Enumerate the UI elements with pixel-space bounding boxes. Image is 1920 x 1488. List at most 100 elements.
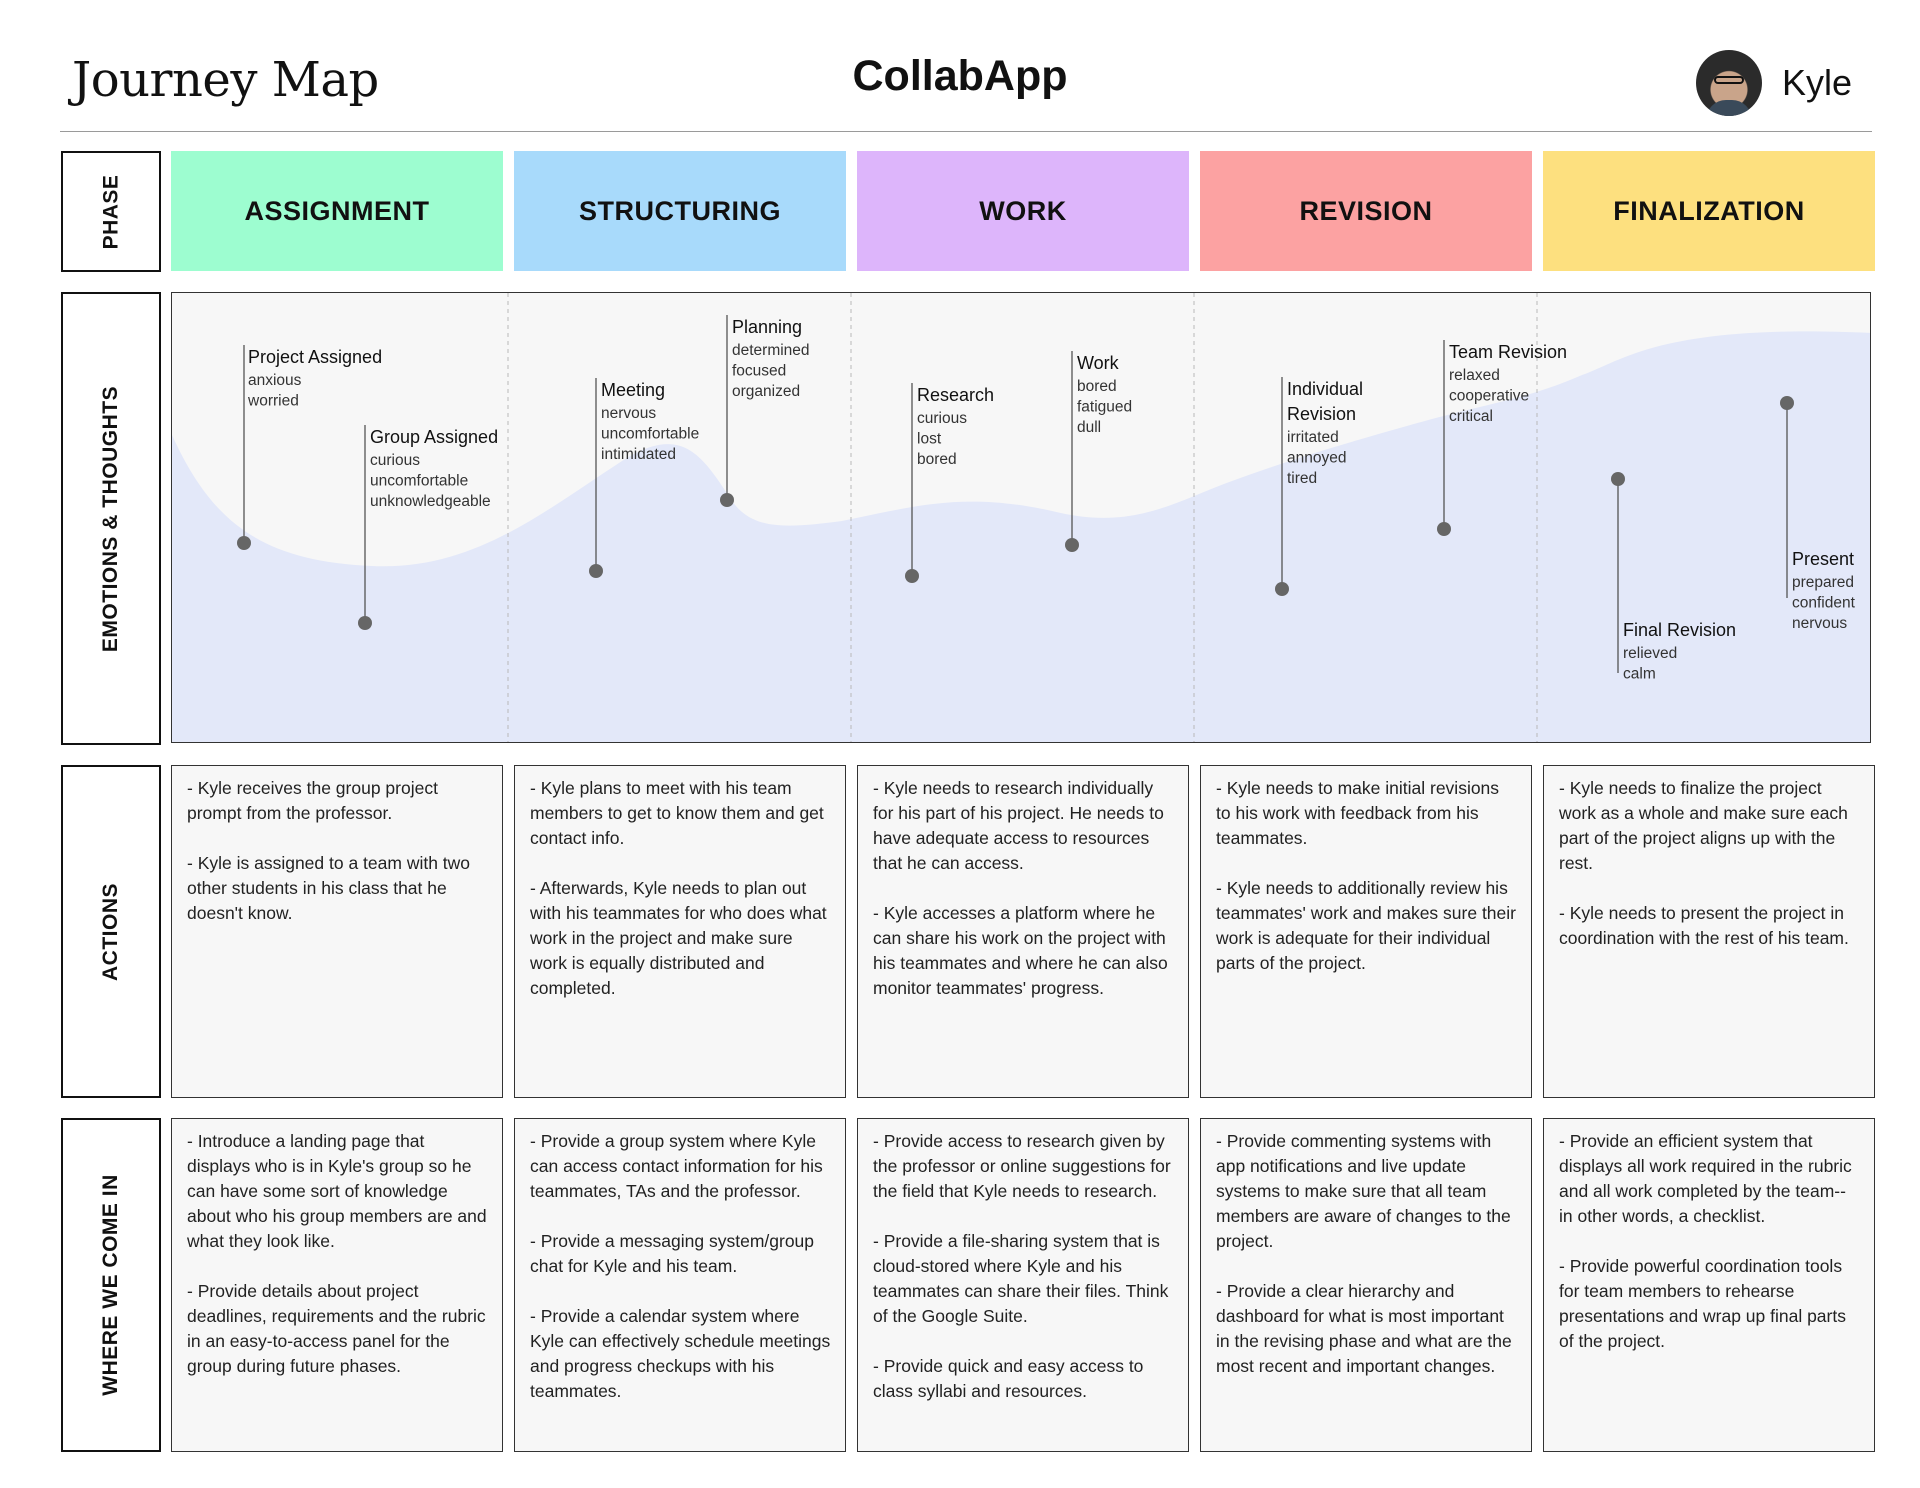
action-cell-revision: - Kyle needs to make initial revisions t… bbox=[1200, 765, 1532, 1098]
emotion-point bbox=[358, 616, 372, 630]
emotion-point bbox=[1437, 522, 1451, 536]
emotion-feeling: worried bbox=[247, 393, 299, 410]
emotion-title: Group Assigned bbox=[370, 427, 498, 447]
phase-structuring: STRUCTURING bbox=[514, 151, 846, 271]
where-we-come-in-cell-assignment: - Introduce a landing page that displays… bbox=[171, 1118, 503, 1452]
row-label-where-text: WHERE WE COME IN bbox=[99, 1174, 122, 1396]
emotion-point bbox=[1065, 538, 1079, 552]
emotion-title: Research bbox=[917, 385, 994, 405]
row-label-where: WHERE WE COME IN bbox=[61, 1118, 161, 1452]
emotion-feeling: intimidated bbox=[601, 446, 676, 463]
emotion-feeling: annoyed bbox=[1287, 450, 1346, 467]
phase-finalization: FINALIZATION bbox=[1543, 151, 1875, 271]
emotion-feeling: unknowledgeable bbox=[370, 493, 491, 510]
emotion-feeling: focused bbox=[732, 363, 786, 380]
where-we-come-in-item: - Provide a messaging system/group chat … bbox=[530, 1231, 815, 1276]
emotion-feeling: nervous bbox=[601, 405, 656, 422]
where-we-come-in-cell-revision: - Provide commenting systems with app no… bbox=[1200, 1118, 1532, 1452]
where-we-come-in-item: - Provide a clear hierarchy and dashboar… bbox=[1216, 1281, 1512, 1376]
emotion-title: Meeting bbox=[601, 380, 665, 400]
action-cell-finalization: - Kyle needs to finalize the project wor… bbox=[1543, 765, 1875, 1098]
emotion-feeling: bored bbox=[917, 451, 957, 468]
where-we-come-in-item: - Provide a calendar system where Kyle c… bbox=[530, 1306, 831, 1401]
app-name: CollabApp bbox=[852, 52, 1068, 100]
emotion-point bbox=[589, 564, 603, 578]
where-we-come-in-item: - Provide quick and easy access to class… bbox=[873, 1356, 1144, 1401]
action-cell-assignment: - Kyle receives the group project prompt… bbox=[171, 765, 503, 1098]
where-we-come-in-cell-work: - Provide access to research given by th… bbox=[857, 1118, 1189, 1452]
where-we-come-in-item: - Provide powerful coordination tools fo… bbox=[1559, 1256, 1846, 1351]
emotion-title: Project Assigned bbox=[248, 347, 382, 367]
row-label-actions: ACTIONS bbox=[61, 765, 161, 1098]
emotion-feeling: confident bbox=[1792, 595, 1856, 612]
action-cell-structuring: - Kyle plans to meet with his team membe… bbox=[514, 765, 846, 1098]
emotion-point bbox=[720, 493, 734, 507]
emotion-feeling: cooperative bbox=[1449, 388, 1529, 405]
where-we-come-in-item: - Provide a file-sharing system that is … bbox=[873, 1231, 1169, 1326]
emotion-feeling: uncomfortable bbox=[601, 426, 699, 443]
emotion-feeling: tired bbox=[1287, 470, 1317, 487]
phase-revision: REVISION bbox=[1200, 151, 1532, 271]
emotion-feeling: organized bbox=[732, 383, 800, 400]
emotion-title: Individual bbox=[1287, 379, 1363, 399]
phase-assignment: ASSIGNMENT bbox=[171, 151, 503, 271]
where-we-come-in-cell-structuring: - Provide a group system where Kyle can … bbox=[514, 1118, 846, 1452]
row-label-emotions-text: EMOTIONS & THOUGHTS bbox=[99, 385, 123, 652]
emotion-feeling: irritated bbox=[1287, 429, 1339, 446]
emotion-feeling: anxious bbox=[248, 372, 302, 389]
user-avatar-icon bbox=[1695, 50, 1762, 116]
emotion-feeling: bored bbox=[1077, 378, 1117, 395]
emotion-title: Team Revision bbox=[1449, 342, 1567, 362]
action-item: - Kyle receives the group project prompt… bbox=[187, 778, 438, 823]
row-label-actions-text: ACTIONS bbox=[99, 882, 122, 981]
emotion-point bbox=[1780, 396, 1794, 410]
where-we-come-in-item: - Introduce a landing page that displays… bbox=[187, 1131, 487, 1251]
header-divider bbox=[60, 131, 1872, 132]
emotion-feeling: uncomfortable bbox=[370, 473, 468, 490]
phase-work: WORK bbox=[857, 151, 1189, 271]
emotion-feeling: relieved bbox=[1623, 645, 1677, 662]
user-profile[interactable]: Kyle bbox=[1695, 50, 1852, 116]
where-we-come-in-item: - Provide access to research given by th… bbox=[873, 1131, 1171, 1201]
emotion-feeling: curious bbox=[370, 452, 420, 469]
page-title: Journey Map bbox=[72, 52, 379, 108]
emotion-feeling: relaxed bbox=[1449, 367, 1500, 384]
where-we-come-in-item: - Provide a group system where Kyle can … bbox=[530, 1131, 823, 1201]
emotion-feeling: curious bbox=[917, 410, 967, 427]
action-item: - Kyle needs to present the project in c… bbox=[1559, 903, 1849, 948]
user-name: Kyle bbox=[1781, 62, 1852, 103]
action-cell-work: - Kyle needs to research individually fo… bbox=[857, 765, 1189, 1098]
emotion-point bbox=[1275, 582, 1289, 596]
emotion-feeling: critical bbox=[1449, 408, 1493, 425]
emotion-point bbox=[905, 569, 919, 583]
emotion-feeling: prepared bbox=[1792, 574, 1854, 591]
action-item: - Kyle needs to finalize the project wor… bbox=[1559, 778, 1848, 873]
where-we-come-in-item: - Provide commenting systems with app no… bbox=[1216, 1131, 1511, 1251]
emotion-feeling: dull bbox=[1077, 419, 1101, 436]
row-label-phase: PHASE bbox=[61, 151, 161, 272]
emotion-title: Planning bbox=[732, 317, 802, 337]
emotion-point bbox=[1611, 472, 1625, 486]
action-item: - Kyle accesses a platform where he can … bbox=[873, 903, 1168, 998]
action-item: - Kyle plans to meet with his team membe… bbox=[530, 778, 824, 848]
emotion-title: Final Revision bbox=[1623, 620, 1736, 640]
emotion-curve-area bbox=[172, 331, 1870, 742]
emotion-feeling: calm bbox=[1623, 666, 1656, 683]
action-item: - Kyle needs to additionally review his … bbox=[1216, 878, 1516, 973]
action-item: - Kyle needs to make initial revisions t… bbox=[1216, 778, 1500, 848]
emotion-feeling: lost bbox=[917, 431, 942, 448]
action-item: - Kyle is assigned to a team with two ot… bbox=[187, 853, 471, 923]
emotion-feeling: nervous bbox=[1792, 615, 1847, 632]
emotion-feeling: fatigued bbox=[1077, 399, 1132, 416]
row-label-emotions: EMOTIONS & THOUGHTS bbox=[61, 292, 161, 745]
where-we-come-in-cell-finalization: - Provide an efficient system that displ… bbox=[1543, 1118, 1875, 1452]
action-item: - Kyle needs to research individually fo… bbox=[873, 778, 1164, 873]
emotion-feeling: determined bbox=[732, 342, 810, 359]
emotion-title: Work bbox=[1077, 353, 1120, 373]
where-we-come-in-item: - Provide details about project deadline… bbox=[187, 1281, 486, 1376]
emotion-title: Present bbox=[1792, 549, 1854, 569]
emotion-point bbox=[237, 536, 251, 550]
where-we-come-in-item: - Provide an efficient system that displ… bbox=[1559, 1131, 1852, 1226]
